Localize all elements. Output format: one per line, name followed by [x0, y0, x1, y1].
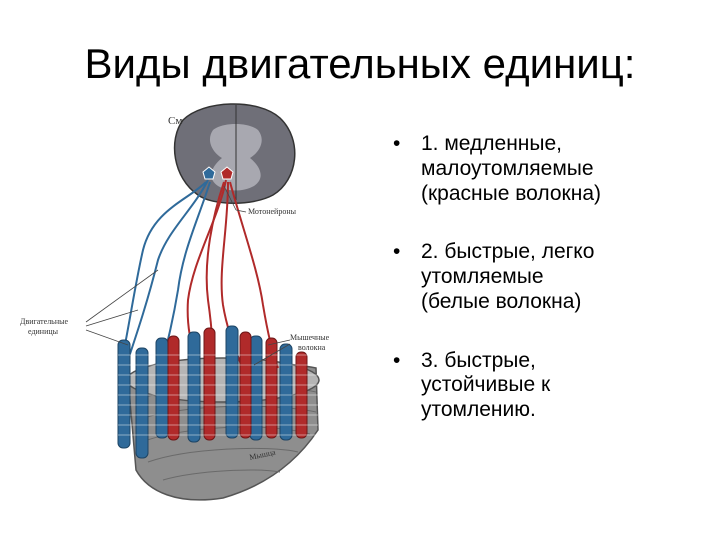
- list-item-line: 2. быстрые, легко: [421, 240, 705, 265]
- label-muscle-fibers-2: волокна: [298, 343, 326, 352]
- motor-units-illustration: См Мотонейроны Двигательные единицы Мыше…: [18, 100, 358, 520]
- bullet-marker: •: [393, 240, 400, 265]
- list-item: • 1. медленные, малоутомляемые (красные …: [385, 132, 705, 206]
- fiber-types-list: • 1. медленные, малоутомляемые (красные …: [385, 132, 705, 457]
- list-item-line: (красные волокна): [421, 182, 705, 207]
- label-motor-units-1: Двигательные: [20, 317, 68, 326]
- list-item: • 3. быстрые, устойчивые к утомлению.: [385, 349, 705, 423]
- bullet-marker: •: [393, 349, 400, 374]
- list-item-line: утомляемые: [421, 265, 705, 290]
- list-item-line: (белые волокна): [421, 290, 705, 315]
- slide-title: Виды двигательных единиц:: [0, 40, 720, 88]
- list-item-line: устойчивые к: [421, 373, 705, 398]
- list-item: • 2. быстрые, легко утомляемые (белые во…: [385, 240, 705, 314]
- bullet-marker: •: [393, 132, 400, 157]
- label-muscle-fibers-1: Мышечные: [290, 333, 330, 342]
- list-item-line: 3. быстрые,: [421, 349, 705, 374]
- label-spinal-cord: См: [168, 115, 182, 127]
- spinal-cord: [175, 104, 295, 203]
- list-item-line: 1. медленные,: [421, 132, 705, 157]
- list-item-line: малоутомляемые: [421, 157, 705, 182]
- label-motor-units-2: единицы: [28, 327, 59, 336]
- motor-units-figure: См Мотонейроны Двигательные единицы Мыше…: [18, 100, 358, 520]
- list-item-line: утомлению.: [421, 398, 705, 423]
- label-motoneurons: Мотонейроны: [248, 207, 297, 216]
